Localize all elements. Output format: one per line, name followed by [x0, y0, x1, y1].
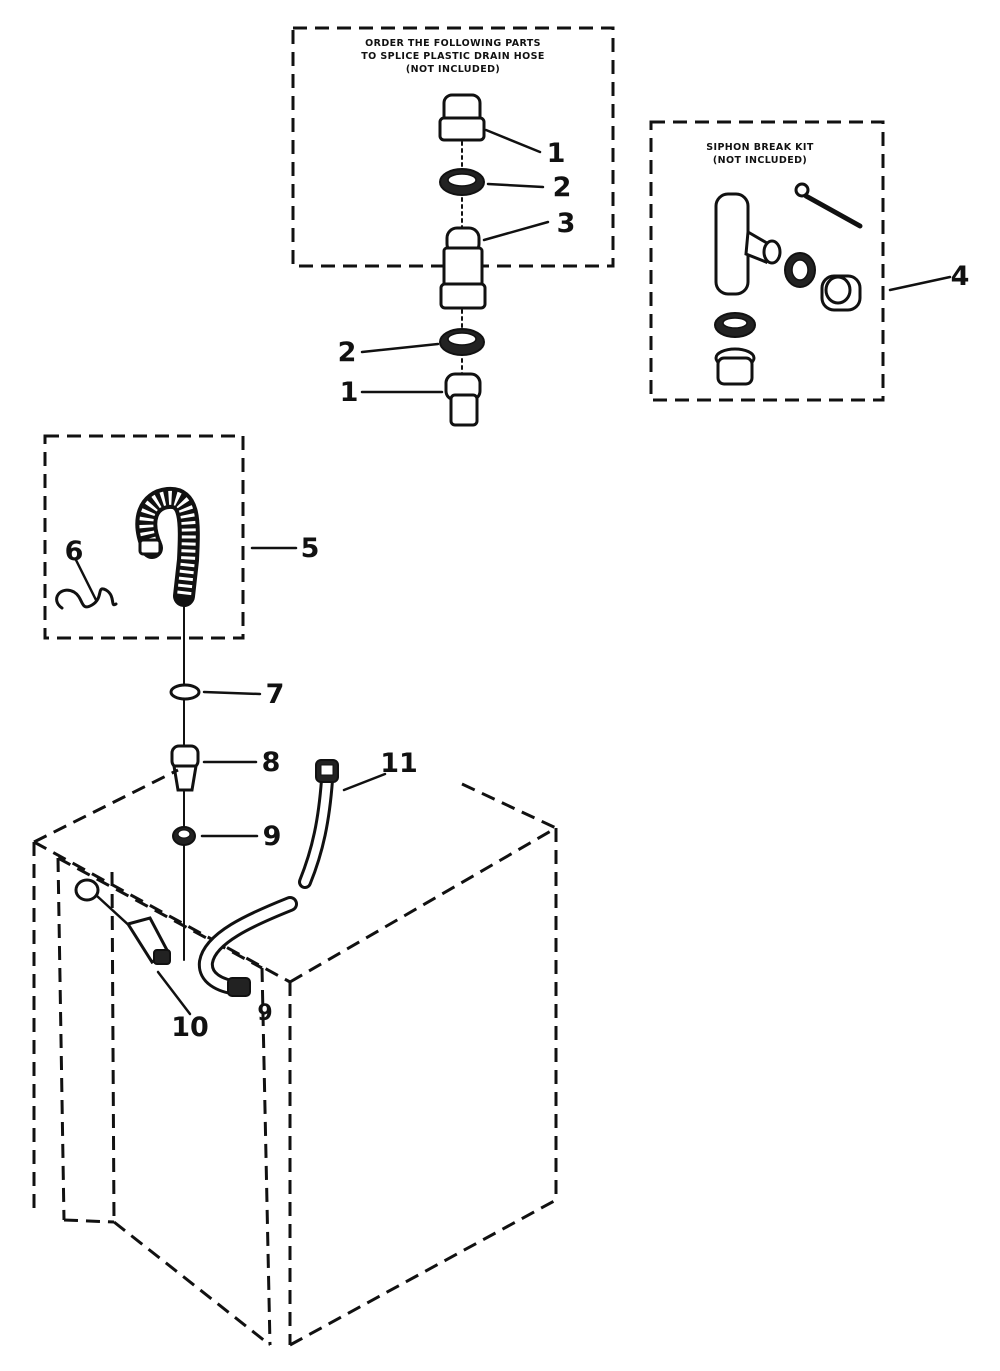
clamp-ring-bottom-icon: [439, 328, 485, 356]
siphon-kit-caption-line-1: SIPHON BREAK KIT: [706, 142, 814, 153]
drain-adapter-icon: [170, 744, 200, 792]
siphon-kit-group: SIPHON BREAK KIT (NOT INCLUDED): [649, 120, 970, 402]
siphon-tee-fitting-icon: [714, 192, 782, 296]
corrugated-drain-hose-icon: [135, 486, 200, 607]
hose-connector-top-icon: [438, 93, 486, 142]
callout-4: 4: [951, 261, 970, 292]
siphon-clip-pin-icon: [794, 182, 863, 229]
splice-kit-caption-line-1: ORDER THE FOLLOWING PARTS: [365, 38, 541, 49]
callout-2-top: 2: [553, 172, 572, 203]
siphon-ring-icon: [784, 252, 816, 288]
callout-3: 3: [557, 208, 576, 239]
drain-hose-kit-group: 6 5: [43, 434, 320, 640]
callout-7: 7: [266, 679, 285, 710]
splice-kit-group: ORDER THE FOLLOWING PARTS TO SPLICE PLAS…: [291, 26, 615, 427]
callout-2-bottom: 2: [338, 337, 357, 368]
siphon-kit-caption-line-2: (NOT INCLUDED): [713, 155, 807, 166]
splice-kit-caption-line-2: TO SPLICE PLASTIC DRAIN HOSE: [361, 51, 544, 62]
callout-9-lower: 9: [257, 1001, 272, 1026]
hose-connector-bottom-icon: [444, 372, 482, 427]
washer-cabinet-outline: [32, 768, 558, 1347]
siphon-lower-coupling-icon: [714, 347, 756, 386]
drain-elbow-outlet-icon: [74, 878, 171, 965]
clamp-ring-top-icon: [439, 168, 485, 196]
callout-6: 6: [65, 536, 84, 567]
drain-hose-kit-dashed-box: [43, 434, 245, 640]
siphon-lower-ring-icon: [714, 312, 756, 338]
callout-8: 8: [262, 747, 281, 778]
callout-9-upper: 9: [263, 821, 282, 852]
callout-10: 10: [171, 1012, 209, 1043]
siphon-kit-dashed-box: [649, 120, 885, 402]
callout-5: 5: [301, 533, 320, 564]
callout-1-top: 1: [547, 138, 566, 169]
siphon-cap-icon: [820, 274, 862, 312]
inlet-hose-icon: [298, 759, 339, 889]
cabinet-drain-hose-icon: [197, 896, 298, 997]
splice-kit-caption-line-3: (NOT INCLUDED): [406, 64, 500, 75]
clamp-upper-icon: [172, 826, 196, 846]
callout-11: 11: [380, 748, 418, 779]
callout-1-bottom: 1: [340, 377, 359, 408]
splice-tube-icon: [439, 226, 487, 310]
hose-clip-icon: [55, 587, 118, 610]
hose-clamp-icon: [169, 683, 201, 701]
